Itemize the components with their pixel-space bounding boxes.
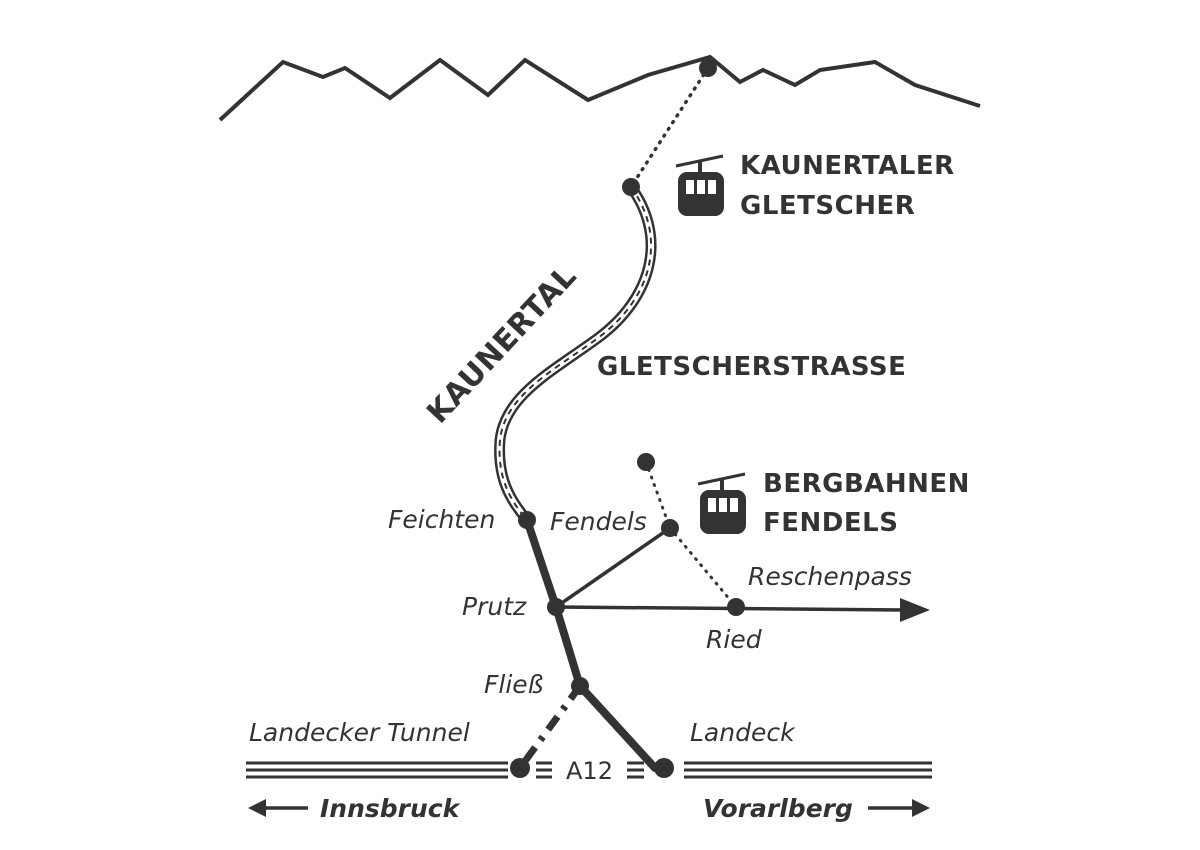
fendels-gondola-line — [644, 460, 672, 530]
motorway-a12 — [246, 761, 932, 779]
label-kaunertaler-line2: GLETSCHER — [740, 191, 915, 221]
node-landeck — [654, 758, 674, 778]
label-bergbahnen-line1: BERGBAHNEN — [763, 469, 970, 499]
label-ried: Ried — [706, 625, 762, 654]
label-prutz: Prutz — [462, 592, 527, 621]
node-glacier-top — [699, 59, 717, 77]
arrow-left-icon — [248, 799, 308, 817]
label-kaunertaler-line1: KAUNERTALER — [740, 151, 955, 181]
label-fendels: Fendels — [550, 507, 647, 536]
glacier-gondola-line — [629, 66, 710, 189]
node-glacier-valley-station — [622, 178, 640, 196]
node-ried — [727, 598, 745, 616]
label-landecker-tunnel: Landecker Tunnel — [249, 718, 470, 747]
main-road — [523, 516, 659, 772]
node-fendels-top — [637, 453, 655, 471]
label-a12: A12 — [566, 757, 613, 785]
node-fendels — [661, 519, 679, 537]
glacier-road — [494, 181, 657, 526]
label-feichten: Feichten — [388, 505, 495, 534]
label-innsbruck: Innsbruck — [320, 794, 461, 823]
gondola-icon — [675, 154, 724, 216]
fendels-road — [555, 526, 671, 609]
label-gletscherstrasse: GLETSCHERSTRASSE — [597, 352, 906, 382]
label-reschenpass: Reschenpass — [748, 562, 912, 591]
node-tunnel — [510, 758, 530, 778]
label-landeck: Landeck — [690, 718, 796, 747]
label-fliess: Fließ — [484, 670, 543, 699]
arrow-right-icon — [868, 799, 930, 817]
tunnel-connector-road — [517, 683, 583, 771]
mountain-ridge — [218, 54, 981, 122]
reschenpass-arrowhead — [900, 598, 930, 622]
fendels-ried-dotted-line — [668, 526, 738, 609]
label-vorarlberg: Vorarlberg — [703, 794, 853, 823]
node-prutz — [547, 598, 565, 616]
node-fliess — [571, 677, 589, 695]
gondola-icon — [697, 472, 746, 534]
label-kaunertal: KAUNERTAL — [420, 259, 584, 431]
node-feichten — [518, 511, 536, 529]
label-bergbahnen-line2: FENDELS — [763, 508, 898, 538]
